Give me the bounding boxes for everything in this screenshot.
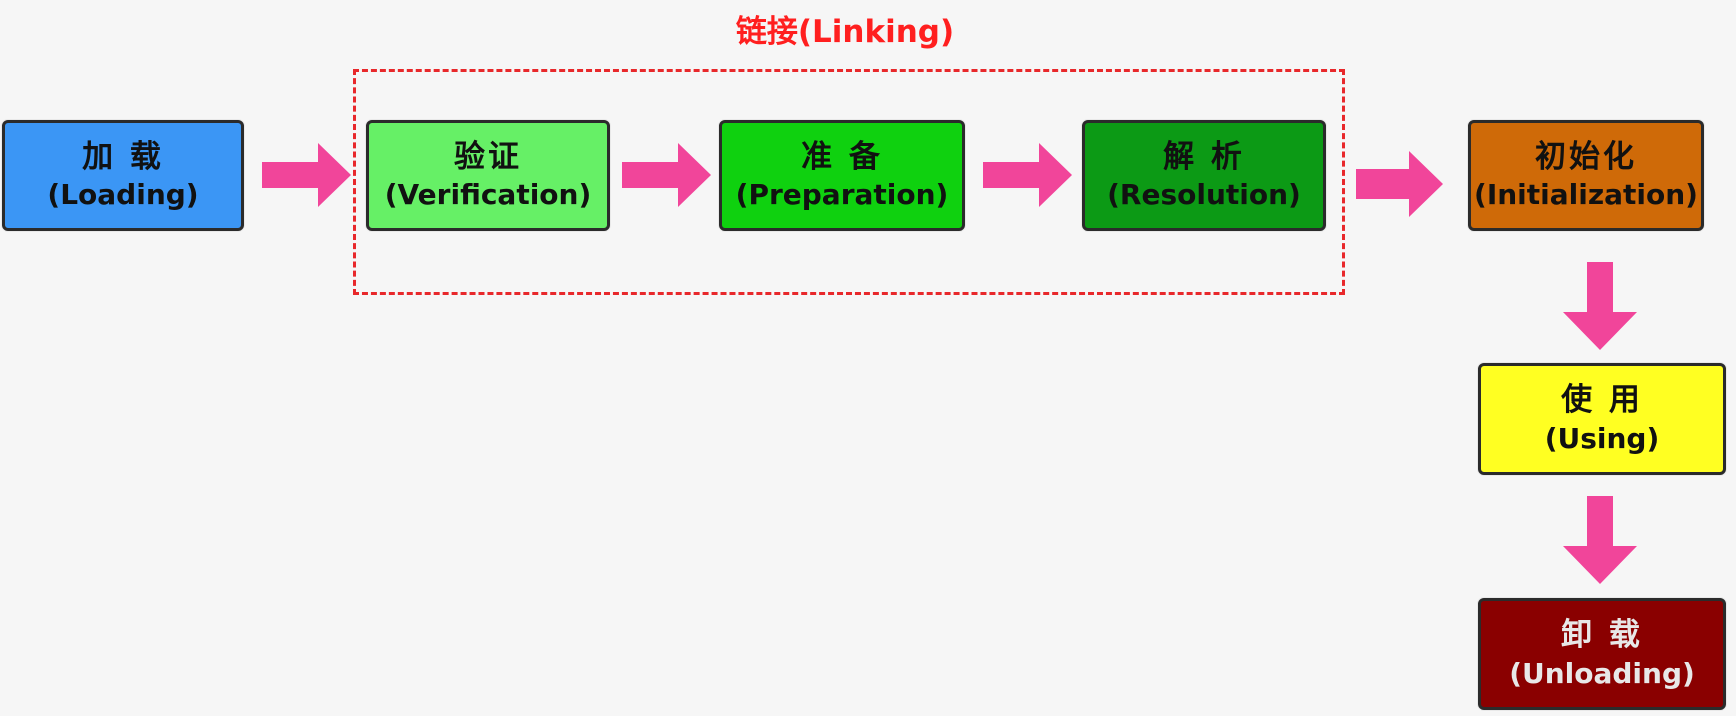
stage-unloading: 卸 载 (Unloading) <box>1478 598 1726 710</box>
stage-using: 使 用 (Using) <box>1478 363 1726 475</box>
stage-preparation-en: (Preparation) <box>735 178 949 212</box>
stage-preparation: 准 备 (Preparation) <box>719 120 965 231</box>
arrow-resolution-to-initialization <box>1356 151 1443 217</box>
stage-resolution-cn: 解 析 <box>1163 138 1245 175</box>
stage-verification-en: (Verification) <box>384 178 592 212</box>
stage-loading-cn: 加 载 <box>82 138 164 175</box>
linking-title: 链接(Linking) <box>735 14 955 50</box>
stage-preparation-cn: 准 备 <box>801 138 883 175</box>
arrow-using-to-unloading <box>1563 496 1637 584</box>
arrow-initialization-to-using <box>1563 262 1637 350</box>
stage-initialization-cn: 初始化 <box>1535 138 1637 175</box>
stage-initialization: 初始化 (Initialization) <box>1468 120 1704 231</box>
linking-group-box <box>353 69 1345 295</box>
stage-verification-cn: 验证 <box>454 138 522 175</box>
stage-initialization-en: (Initialization) <box>1474 178 1698 212</box>
stage-using-en: (Using) <box>1544 421 1660 455</box>
stage-resolution-en: (Resolution) <box>1107 178 1301 212</box>
stage-unloading-cn: 卸 载 <box>1561 617 1643 654</box>
stage-using-cn: 使 用 <box>1561 382 1643 419</box>
stage-loading: 加 载 (Loading) <box>2 120 244 231</box>
arrow-loading-to-verification <box>262 143 351 207</box>
stage-resolution: 解 析 (Resolution) <box>1082 120 1326 231</box>
stage-unloading-en: (Unloading) <box>1509 656 1695 690</box>
stage-verification: 验证 (Verification) <box>366 120 610 231</box>
stage-loading-en: (Loading) <box>47 178 199 212</box>
